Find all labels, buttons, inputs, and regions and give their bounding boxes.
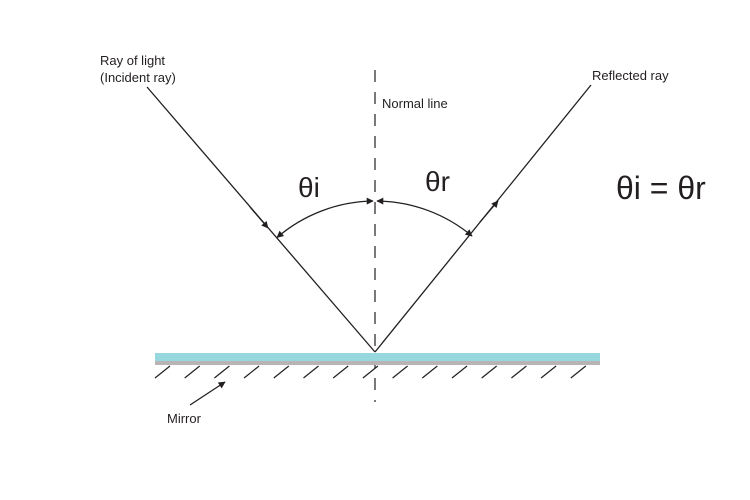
equation-label: θi = θr [616,170,706,206]
hatch-mark [540,365,557,379]
mirror-hatching [154,365,587,379]
theta-i-label: θi [298,172,320,203]
mirror-back [155,361,600,365]
hatch-mark [511,365,527,379]
mirror-glass [155,353,600,362]
hatch-mark [451,365,468,379]
hatch-mark [362,365,379,379]
incident-ray-arrow [249,206,269,229]
reflected-ray-arrow [479,200,499,223]
hatch-mark [481,365,498,379]
hatch-mark [243,365,260,379]
incident-label-line2: (Incident ray) [100,70,176,85]
incident-label-line1: Ray of light [100,53,166,68]
hatch-mark [332,365,349,379]
normal-line-label: Normal line [382,96,448,111]
hatch-mark [273,365,290,379]
hatch-mark [421,365,438,379]
reflected-ray-label: Reflected ray [592,68,669,83]
mirror-pointer-arrow [189,381,226,406]
hatch-mark [154,365,171,379]
hatch-mark [184,365,201,379]
hatch-mark [214,365,230,379]
hatch-mark [570,365,587,379]
hatch-mark [392,365,408,379]
hatch-mark [303,365,319,379]
angle-r-arc [376,197,473,237]
theta-r-label: θr [425,166,450,197]
angle-i-arc [276,197,374,238]
mirror-label: Mirror [167,411,201,426]
